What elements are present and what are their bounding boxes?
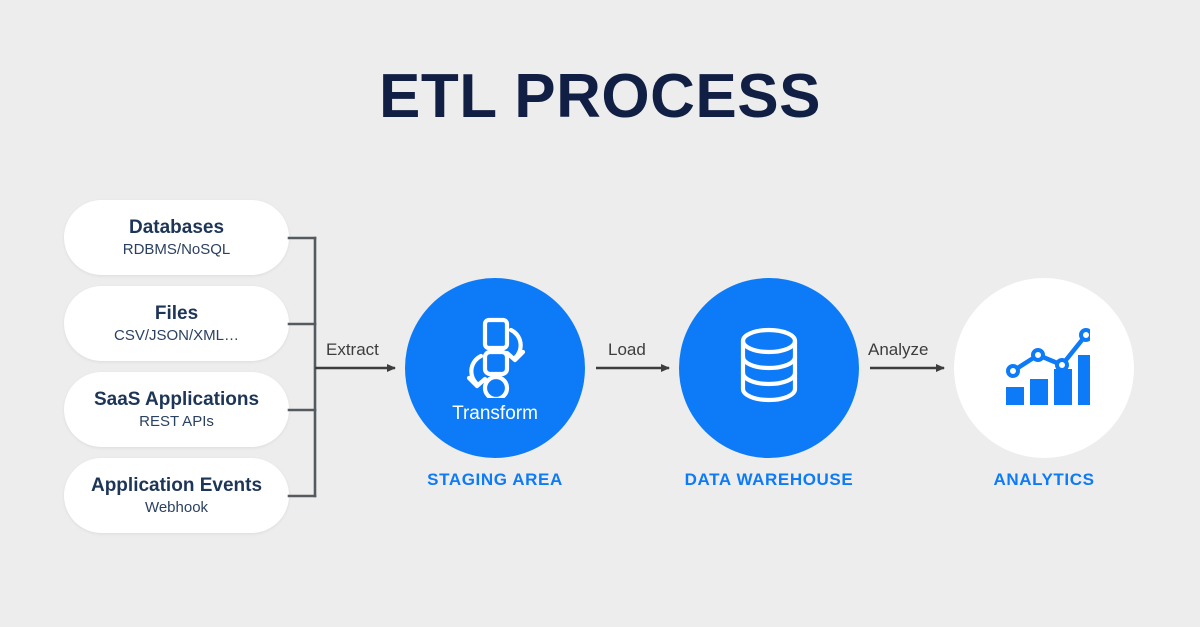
- source-title: Application Events: [90, 474, 263, 496]
- stage-staging-area[interactable]: Transform STAGING AREA: [405, 278, 585, 489]
- stage-caption-analytics: ANALYTICS: [993, 470, 1095, 489]
- source-subtitle: RDBMS/NoSQL: [122, 240, 231, 258]
- stage-caption-staging-area: STAGING AREA: [427, 470, 563, 489]
- page-title: ETL PROCESS: [379, 62, 821, 131]
- stage-caption-data-warehouse: DATA WAREHOUSE: [684, 470, 854, 489]
- stage-data-warehouse[interactable]: DATA WAREHOUSE: [679, 278, 859, 489]
- staging-inner-label: Transform: [452, 402, 538, 424]
- bar-chart-trend-icon: [998, 321, 1096, 409]
- source-title: Databases: [128, 216, 225, 238]
- source-box-application-events[interactable]: Application Events Webhook: [64, 458, 289, 533]
- flow-label-analyze: Analyze: [868, 340, 929, 359]
- database-cylinder-icon: [727, 323, 811, 407]
- source-box-saas-applications[interactable]: SaaS Applications REST APIs: [64, 372, 289, 447]
- source-subtitle: CSV/JSON/XML…: [113, 326, 240, 344]
- stage-analytics[interactable]: ANALYTICS: [954, 278, 1134, 489]
- source-title: SaaS Applications: [93, 388, 260, 410]
- flow-label-extract: Extract: [326, 340, 379, 359]
- source-box-databases[interactable]: Databases RDBMS/NoSQL: [64, 200, 289, 275]
- warehouse-circle: [679, 278, 859, 458]
- staging-circle: Transform: [405, 278, 585, 458]
- flow-label-load: Load: [608, 340, 646, 359]
- analytics-circle: [954, 278, 1134, 458]
- source-title: Files: [154, 302, 199, 324]
- source-subtitle: Webhook: [144, 498, 209, 516]
- source-subtitle: REST APIs: [139, 412, 214, 430]
- transform-icon: [453, 314, 537, 401]
- source-box-files[interactable]: Files CSV/JSON/XML…: [64, 286, 289, 361]
